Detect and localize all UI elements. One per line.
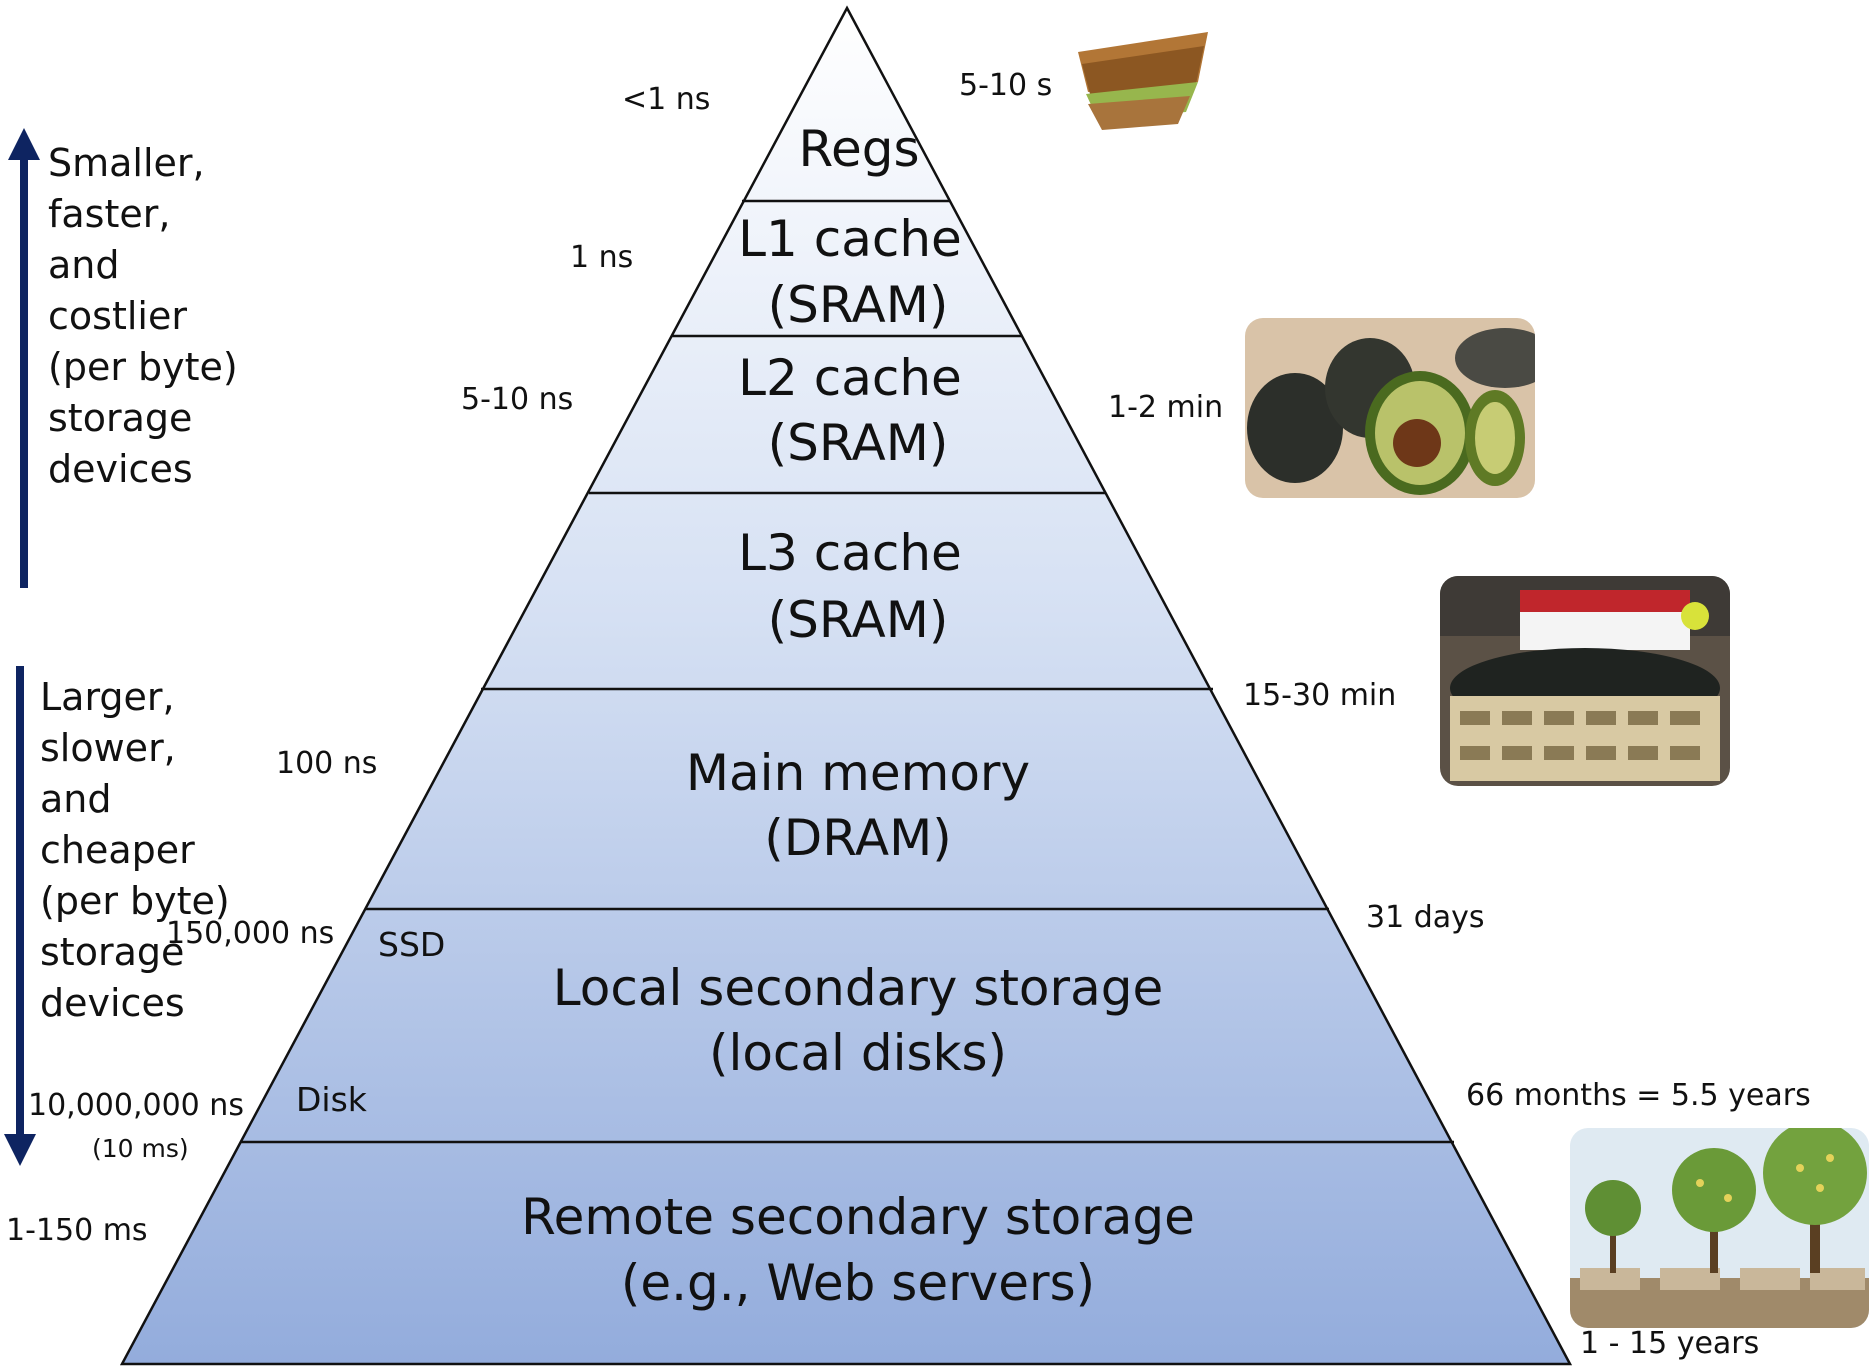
ssd-label: SSD <box>378 925 445 964</box>
latency-disk: 10,000,000 ns <box>28 1088 244 1123</box>
analogy-disk: 66 months = 5.5 years <box>1466 1078 1811 1113</box>
level-l3-line1: L3 cache <box>738 524 962 582</box>
level-main-memory-line1: Main memory <box>686 744 1030 802</box>
latency-ssd: 150,000 ns <box>166 916 335 951</box>
level-regs-line1: Regs <box>798 120 919 178</box>
level-l1-line1: L1 cache <box>738 210 962 268</box>
latency-l2: 5-10 ns <box>461 382 574 417</box>
level-local-secondary-line1: Local secondary storage <box>553 959 1163 1017</box>
disk-label: Disk <box>296 1080 368 1119</box>
level-l3-line2: (SRAM) <box>768 591 949 649</box>
level-local-secondary-line2: (local disks) <box>709 1024 1007 1082</box>
analogy-l2: 1-2 min <box>1108 390 1224 425</box>
latency-l1: 1 ns <box>570 240 634 275</box>
side-text-smaller-faster: Smaller, faster, and costlier (per byte)… <box>48 141 238 491</box>
level-main-memory-line2: (DRAM) <box>764 809 952 867</box>
sandwich-icon <box>1058 12 1228 140</box>
latency-remote: 1-150 ms <box>6 1213 148 1248</box>
analogy-main-memory: 31 days <box>1366 900 1485 935</box>
level-l2-line1: L2 cache <box>738 349 962 407</box>
level-l2-line2: (SRAM) <box>768 414 949 472</box>
latency-main-memory: 100 ns <box>276 746 378 781</box>
level-remote-secondary-line1: Remote secondary storage <box>521 1188 1195 1246</box>
avocado-trees-icon <box>1570 1128 1869 1328</box>
avocado-market-icon <box>1440 576 1730 786</box>
analogy-regs: 5-10 s <box>959 68 1053 103</box>
level-l1-line2: (SRAM) <box>768 276 949 334</box>
side-text-larger-slower: Larger, slower, and cheaper (per byte) s… <box>40 675 230 1025</box>
analogy-l3: 15-30 min <box>1243 678 1397 713</box>
analogy-remote: 1 - 15 years <box>1580 1326 1760 1361</box>
avocado-icon <box>1245 318 1535 498</box>
latency-disk-ms: (10 ms) <box>92 1134 189 1163</box>
level-remote-secondary-line2: (e.g., Web servers) <box>621 1254 1095 1312</box>
pyramid-body <box>119 5 1573 1366</box>
latency-regs: <1 ns <box>622 82 711 117</box>
